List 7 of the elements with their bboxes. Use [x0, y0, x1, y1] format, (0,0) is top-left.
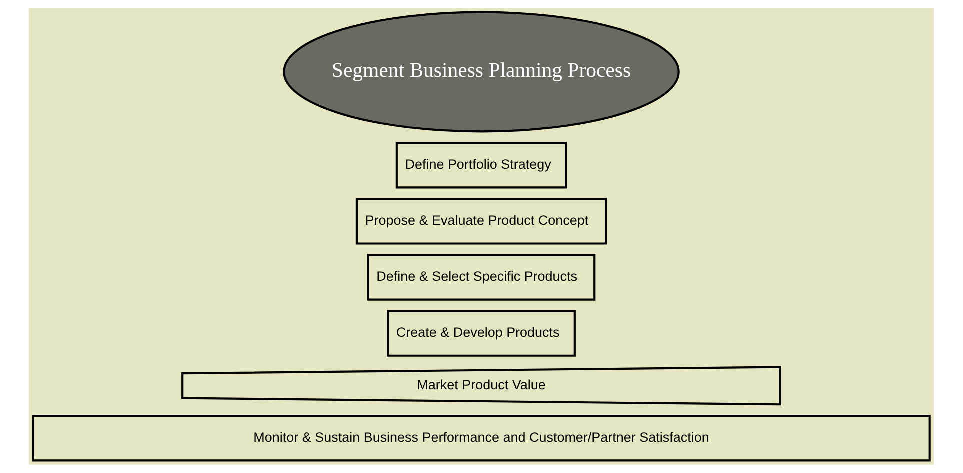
- node-box: Create & Develop Products: [387, 310, 576, 357]
- node-box: Define & Select Specific Products: [367, 254, 596, 301]
- node-box: Define Portfolio Strategy: [396, 142, 568, 189]
- node-ellipse: Segment Business Planning Process: [283, 11, 680, 133]
- node-box: Monitor & Sustain Business Performance and Customer/Partner Satisfaction: [32, 415, 931, 462]
- node-box: Propose & Evaluate Product Concept: [356, 198, 608, 245]
- node-box: Market Product Value: [182, 366, 782, 406]
